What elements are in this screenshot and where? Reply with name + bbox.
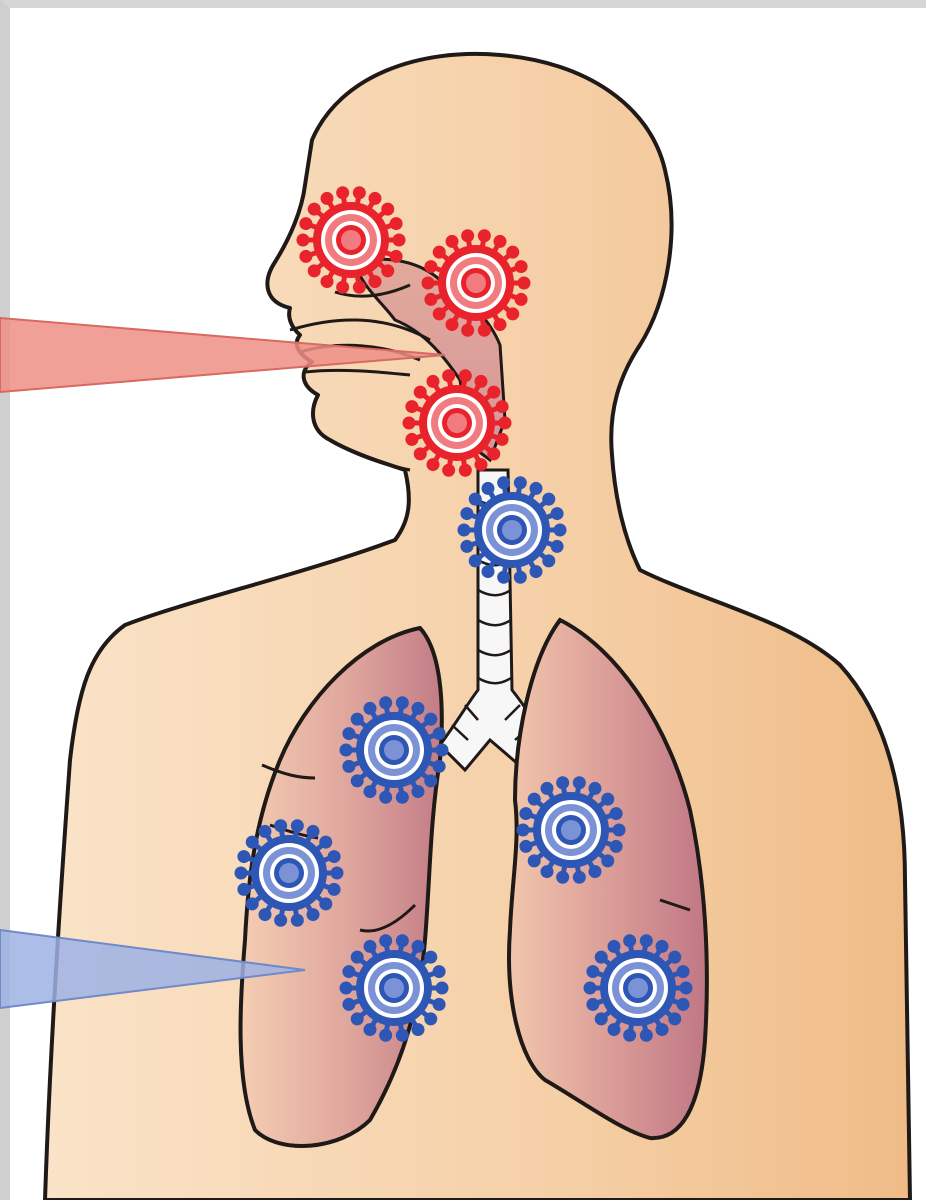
respiratory-tract-illustration — [0, 0, 926, 1200]
